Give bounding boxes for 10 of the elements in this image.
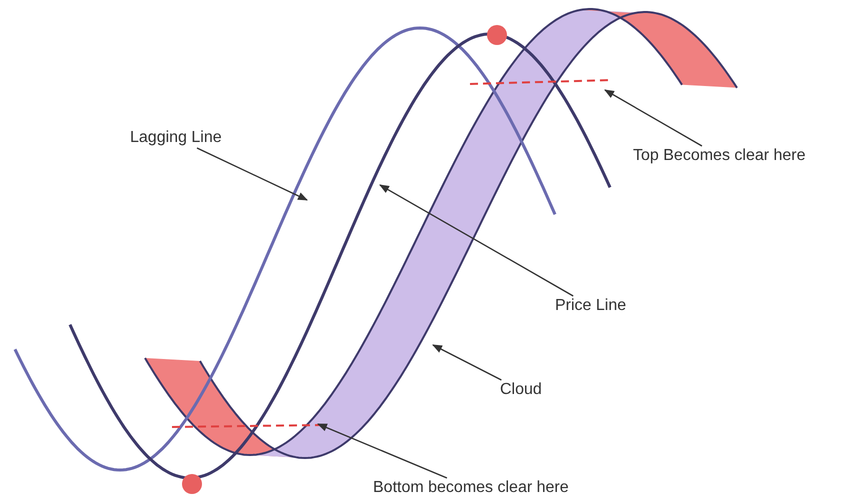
- leader-line: [604, 89, 702, 147]
- callout-label: Top Becomes clear here: [633, 146, 806, 166]
- leader-line: [432, 344, 502, 381]
- leader-line: [317, 423, 448, 479]
- leader-line: [196, 147, 308, 201]
- leader-line: [379, 184, 574, 297]
- callout-label: Bottom becomes clear here: [373, 478, 569, 498]
- callout-label: Lagging Line: [130, 128, 222, 148]
- callout-label: Price Line: [555, 296, 626, 316]
- callout-label: Cloud: [500, 380, 542, 400]
